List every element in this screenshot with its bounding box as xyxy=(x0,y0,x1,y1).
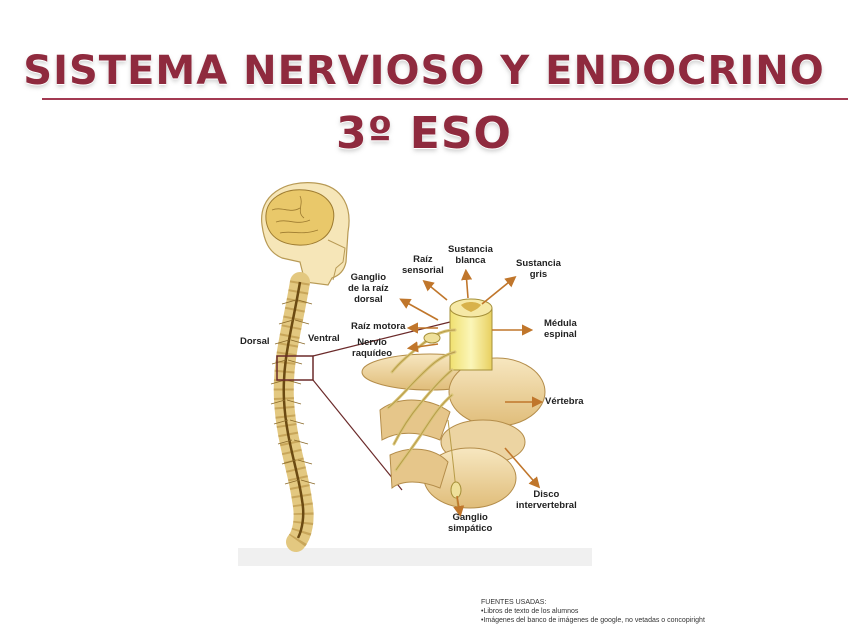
grey-matter xyxy=(461,302,481,312)
label-medula-espinal: Médula espinal xyxy=(544,318,577,340)
figure-base-band xyxy=(238,548,592,566)
label-dorsal: Dorsal xyxy=(240,336,270,347)
dorsal-root-ganglion xyxy=(423,332,441,344)
label-raiz-motora: Raíz motora xyxy=(351,321,406,332)
sources-block: FUENTES USADAS: •Libros de texto de los … xyxy=(481,598,841,625)
label-vertebra: Vértebra xyxy=(545,396,584,407)
human-body-figure xyxy=(261,182,451,552)
label-ganglio-simpatico: Ganglio simpático xyxy=(448,512,493,534)
sources-line-2: •Imágenes del banco de imágenes de googl… xyxy=(481,617,705,624)
brain xyxy=(265,189,335,246)
zoom-region-box xyxy=(276,355,314,381)
spinal-cord-line xyxy=(282,281,305,539)
sources-line-1: •Libros de texto de los alumnos xyxy=(481,608,579,615)
label-nervio-raquideo: Nervio raquídeo xyxy=(352,337,393,359)
label-sustancia-blanca: Sustancia blanca xyxy=(448,244,493,266)
spinal-cord-detail xyxy=(361,298,546,511)
label-arrows xyxy=(399,268,544,518)
label-disco-intervertebral: Disco intervertebral xyxy=(516,489,577,511)
title-divider xyxy=(42,98,848,100)
sympathetic-ganglion xyxy=(450,481,462,499)
label-raiz-sensorial: Raíz sensorial xyxy=(402,254,444,276)
slide-title: SISTEMA NERVIOSO Y ENDOCRINO xyxy=(23,48,825,94)
label-ventral: Ventral xyxy=(308,333,340,344)
label-sustancia-gris: Sustancia gris xyxy=(516,258,561,280)
label-ganglio-raiz-dorsal: Ganglio de la raíz dorsal xyxy=(348,272,389,305)
face-jaw xyxy=(327,239,346,281)
slide-subtitle: 3º ESO xyxy=(336,108,512,159)
sources-heading: FUENTES USADAS: xyxy=(481,599,547,606)
